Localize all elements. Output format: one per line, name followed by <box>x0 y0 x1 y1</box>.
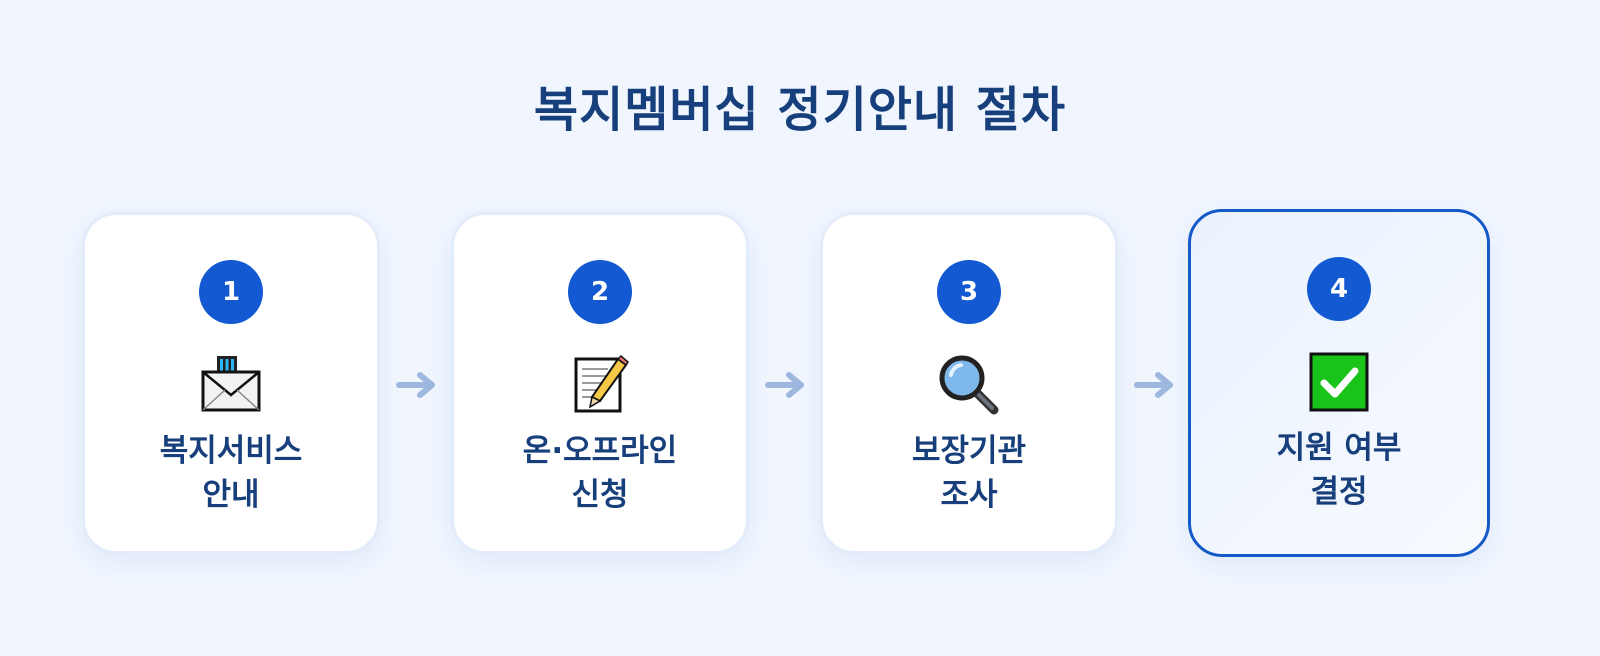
check-mark-icon <box>1307 350 1371 414</box>
step-card-4: 4 지원 여부 결정 <box>1188 209 1490 557</box>
arrow-right-icon <box>396 372 435 398</box>
step-label-line2: 안내 <box>202 477 260 513</box>
page-title: 복지멤버십 정기안내 절차 <box>533 82 1067 138</box>
arrow-right-icon <box>1134 372 1173 398</box>
step-label-line2: 조사 <box>940 477 998 513</box>
step-label-line1: 온·오프라인 <box>522 433 678 469</box>
step-label: 온·오프라인 신청 <box>454 429 746 517</box>
envelope-icon <box>199 353 263 417</box>
arrow-right-icon <box>765 372 804 398</box>
step-number-badge: 4 <box>1307 257 1371 321</box>
step-card-1: 1 복지서비스 안내 <box>82 212 380 554</box>
step-label-line1: 보장기관 <box>911 433 1027 469</box>
step-number-badge: 2 <box>568 260 632 324</box>
step-label-line1: 복지서비스 <box>159 433 303 469</box>
magnifier-icon <box>937 353 1001 417</box>
step-number-badge: 3 <box>937 260 1001 324</box>
step-label-line2: 결정 <box>1310 474 1368 510</box>
step-card-2: 2 온·오프라인 신청 <box>451 212 749 554</box>
step-label: 보장기관 조사 <box>823 429 1115 517</box>
step-label-line2: 신청 <box>571 477 629 513</box>
step-label: 지원 여부 결정 <box>1191 426 1487 514</box>
step-label-line1: 지원 여부 <box>1276 430 1402 466</box>
memo-icon <box>568 353 632 417</box>
step-number-badge: 1 <box>199 260 263 324</box>
step-label: 복지서비스 안내 <box>85 429 377 517</box>
step-card-3: 3 보장기관 조사 <box>820 212 1118 554</box>
